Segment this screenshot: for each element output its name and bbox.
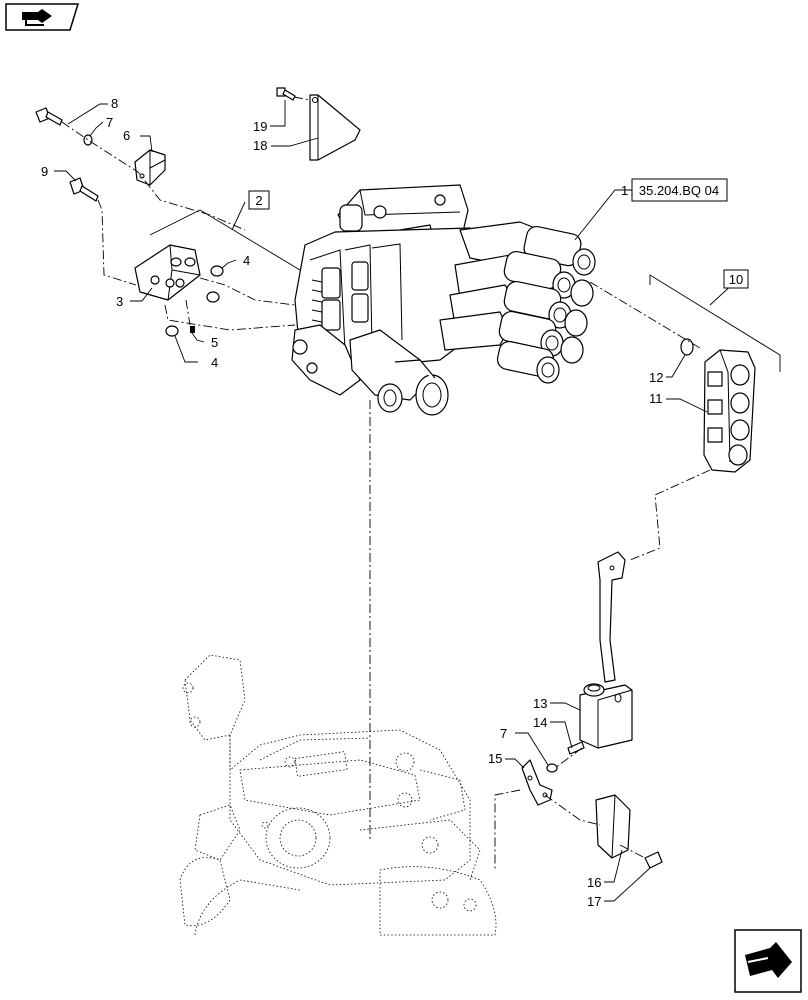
control-valve-assembly (291, 184, 596, 416)
reservoir-bracket (597, 551, 626, 683)
shield-16 (595, 794, 631, 859)
callout-2: 2 (255, 193, 262, 208)
reference-code[interactable]: 35.204.BQ 04 (639, 183, 719, 198)
callout-4-upper: 4 (243, 253, 250, 268)
adapter-block-3 (134, 244, 201, 301)
callout-7-lower: 7 (500, 726, 507, 741)
callout-14: 14 (533, 715, 547, 730)
callout-3: 3 (116, 294, 123, 309)
callout-9: 9 (41, 164, 48, 179)
callout-4-lower: 4 (211, 355, 218, 370)
bracket-15 (521, 759, 553, 806)
callout-15: 15 (488, 751, 502, 766)
quick-coupler-group (496, 225, 596, 384)
reference-box (631, 178, 728, 202)
next-page-arrow-icon[interactable] (734, 929, 802, 993)
reservoir-13 (579, 683, 633, 749)
o-ring-4-lower (165, 325, 179, 337)
previous-page-arrow-icon[interactable] (5, 3, 80, 31)
bracket-18 (309, 94, 361, 161)
callout-11: 11 (649, 391, 663, 406)
bolt-8 (35, 107, 63, 126)
callout-17: 17 (587, 894, 601, 909)
seal-12 (680, 338, 694, 356)
callout-19: 19 (253, 119, 267, 134)
transmission-housing (179, 654, 497, 936)
callout-7-upper: 7 (106, 115, 113, 130)
callout-5: 5 (211, 335, 218, 350)
callout-18: 18 (253, 138, 267, 153)
callout-12: 12 (649, 370, 663, 385)
washer-7-upper (83, 134, 93, 146)
coupler-plate-11 (703, 349, 756, 473)
washer-7-lower (546, 763, 558, 773)
callout-10: 10 (729, 272, 743, 287)
bolt-19 (276, 87, 296, 101)
callout-6: 6 (123, 128, 130, 143)
plug-5 (190, 326, 195, 333)
callout-1: 1 (621, 183, 628, 198)
o-ring-4-upper (206, 265, 224, 303)
bolt-14 (567, 741, 585, 755)
callout-8: 8 (111, 96, 118, 111)
bracket-6 (134, 149, 166, 186)
callout-16: 16 (587, 875, 601, 890)
callout-13: 13 (533, 696, 547, 711)
bolt-9 (69, 177, 99, 202)
bolt-17 (644, 851, 663, 869)
